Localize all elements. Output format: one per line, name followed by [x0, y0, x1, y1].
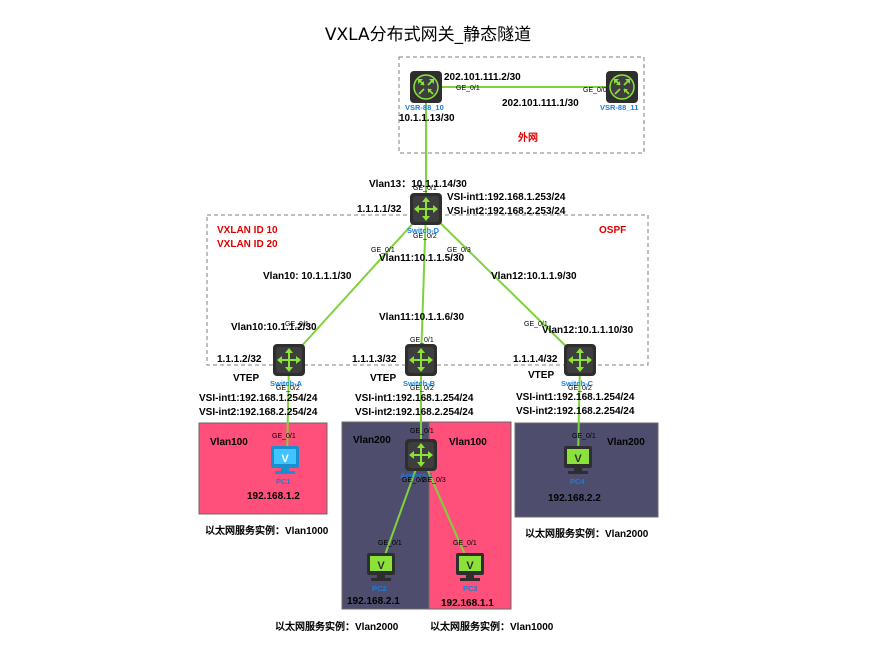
switchc-vtep: VTEP — [528, 370, 554, 381]
router-icon[interactable] — [605, 70, 639, 104]
link-access1-pc2 — [380, 454, 422, 567]
pc4-ip: 192.168.2.2 — [548, 493, 601, 504]
core-port-left: GE_0/1 — [371, 247, 395, 254]
vlan11-d-label: Vlan11:10.1.1.5/30 — [379, 253, 465, 264]
switchc-port-down: GE_0/2 — [568, 385, 592, 392]
pc3-port: GE_0/1 — [453, 540, 477, 547]
switcha-port-down: GE_0/2 — [276, 385, 300, 392]
switchb-loopback: 1.1.1.3/32 — [352, 354, 397, 365]
switch-icon[interactable] — [409, 192, 443, 226]
switchb-vsi1: VSI-int1:192.168.1.254/24 — [355, 393, 474, 404]
switchc-port-up: GE_0/1 — [524, 321, 548, 328]
switch-icon[interactable] — [404, 438, 438, 472]
zone-a-vlan-label: Vlan100 — [210, 437, 248, 448]
switchc-loopback: 1.1.1.4/32 — [513, 354, 558, 365]
vsr11-ip: 202.101.111.1/30 — [502, 98, 579, 109]
vsr10-name: VSR-88_10 — [405, 103, 444, 112]
instance-c: 以太网服务实例：Vlan2000 — [525, 527, 649, 540]
switchb-port-down: GE_0/2 — [410, 385, 434, 392]
vlan10-a-label: Vlan10:10.1.1.2/30 — [231, 322, 317, 333]
switchb-port-up: GE_0/1 — [410, 337, 434, 344]
link-access1-pc3 — [420, 454, 471, 567]
instance-a: 以太网服务实例：Vlan1000 — [205, 524, 329, 537]
core-name: Switch-D — [407, 226, 440, 235]
link-switchd-switchb — [420, 208, 427, 361]
zone-b-vlan-right-label: Vlan100 — [449, 437, 487, 448]
vlan12-d-label: Vlan12:10.1.1.9/30 — [491, 271, 577, 282]
core-vsi2: VSI-int2:192.168.2.253/24 — [447, 206, 566, 217]
vsr10-port: GE_0/1 — [456, 85, 480, 92]
core-port-down: GE_0/2 — [413, 233, 437, 240]
link-switchc-pc4 — [577, 359, 581, 460]
switcha-vsi2: VSI-int2:192.168.2.254/24 — [199, 407, 318, 418]
vlan10-d-label: Vlan10: 10.1.1.1/30 — [263, 271, 352, 282]
instance-b-left: 以太网服务实例：Vlan2000 — [275, 620, 399, 633]
switchb-name: Switch-B — [403, 379, 436, 388]
access-name: Access-1 — [400, 471, 433, 480]
pc2-name: PC2 — [372, 584, 387, 593]
pc1-port: GE_0/1 — [272, 433, 296, 440]
external-network-label: 外网 — [517, 131, 538, 144]
switchc-name: Switch-C — [561, 379, 594, 388]
core-loopback: 1.1.1.1/32 — [357, 204, 402, 215]
switchb-vtep: VTEP — [370, 373, 396, 384]
vsr11-name: VSR-88_11 — [600, 103, 638, 112]
pc2-ip: 192.168.2.1 — [347, 596, 400, 607]
vlan11-b-label: Vlan11:10.1.1.6/30 — [379, 312, 465, 323]
pc4-port: GE_0/1 — [572, 433, 596, 440]
zone-b-vlan-left-label: Vlan200 — [353, 435, 391, 446]
access-port-up: GE_0/1 — [410, 428, 434, 435]
switcha-vtep: VTEP — [233, 373, 259, 384]
link-switchd-switcha — [288, 208, 427, 361]
zone-b-vlan100 — [428, 421, 512, 610]
access-port-right: GE_0/3 — [422, 477, 446, 484]
zone-c-vlan200 — [514, 422, 659, 518]
core-port-up: GE_0/1 — [413, 185, 437, 192]
pc1-ip: 192.168.1.2 — [247, 491, 300, 502]
router-icon[interactable] — [409, 70, 443, 104]
switcha-name: Switch-A — [270, 379, 303, 388]
switchb-vsi2: VSI-int2:192.168.2.254/24 — [355, 407, 474, 418]
link-switchd-switchc — [425, 208, 581, 361]
pc4-name: PC4 — [570, 477, 585, 486]
pc3-ip: 192.168.1.1 — [441, 598, 494, 609]
switcha-port-up: GE_0/1 — [285, 321, 309, 328]
core-vlan13: Vlan13：10.1.1.14/30 — [369, 179, 467, 190]
access-port-left: GE_0/2 — [402, 477, 426, 484]
core-vsi1: VSI-int1:192.168.1.253/24 — [447, 192, 566, 203]
switcha-vsi1: VSI-int1:192.168.1.254/24 — [199, 393, 318, 404]
switch-icon[interactable] — [404, 343, 438, 377]
switch-icon[interactable] — [272, 343, 306, 377]
pc1-name: PC1 — [276, 477, 291, 486]
vsr10-ip-wan: 202.101.111.2/30 — [444, 72, 521, 83]
zone-a-vlan100 — [198, 422, 328, 515]
vlan12-c-label: Vlan12:10.1.1.10/30 — [542, 325, 634, 336]
instance-b-right: 以太网服务实例：Vlan1000 — [430, 620, 554, 633]
core-port-right: GE_0/3 — [447, 247, 471, 254]
pc2-port: GE_0/1 — [378, 540, 402, 547]
switch-icon[interactable] — [563, 343, 597, 377]
page-title: VXLA分布式网关_静态隧道 — [325, 25, 531, 45]
vsr11-port: GE_0/0 — [583, 87, 607, 94]
external-network-box — [398, 56, 645, 154]
switchc-vsi1: VSI-int1:192.168.1.254/24 — [516, 392, 635, 403]
zone-c-vlan-label: Vlan200 — [607, 437, 645, 448]
switchc-vsi2: VSI-int2:192.168.2.254/24 — [516, 406, 635, 417]
vsr10-ip-lan: 10.1.1.13/30 — [399, 113, 455, 124]
links — [286, 86, 622, 567]
vxlan10-label: VXLAN ID 10 — [217, 225, 278, 236]
link-switcha-pc1 — [286, 359, 290, 460]
vxlan20-label: VXLAN ID 20 — [217, 239, 278, 250]
switcha-loopback: 1.1.1.2/32 — [217, 354, 262, 365]
pc3-name: PC3 — [463, 584, 478, 593]
ospf-label: OSPF — [599, 225, 626, 236]
